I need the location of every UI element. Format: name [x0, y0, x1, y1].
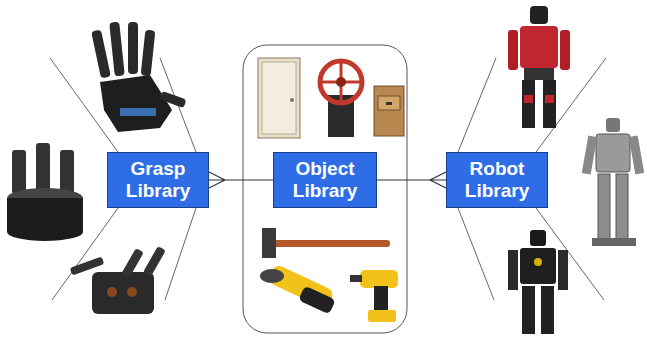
object-panel [243, 45, 407, 333]
angle-grinder [260, 263, 336, 314]
humanoid-robot [508, 6, 570, 128]
door [258, 58, 300, 138]
gripper [7, 143, 83, 241]
hammer [262, 228, 390, 258]
humanoid-robot [508, 230, 568, 334]
library-box: Object Library [273, 152, 377, 208]
library-box: Robot Library [446, 152, 548, 208]
robot-hand [91, 22, 186, 132]
connector [377, 172, 446, 188]
drill [350, 270, 398, 322]
box-label: Robot Library [453, 158, 541, 202]
library-box: Grasp Library [107, 152, 209, 208]
robot-hand [70, 246, 166, 314]
fan-lines [50, 58, 606, 300]
drawer [374, 86, 404, 136]
box-label: Object Library [280, 158, 370, 202]
connector [209, 172, 273, 188]
box-label: Grasp Library [114, 158, 202, 202]
valve [320, 61, 362, 137]
humanoid-robot [582, 118, 644, 246]
